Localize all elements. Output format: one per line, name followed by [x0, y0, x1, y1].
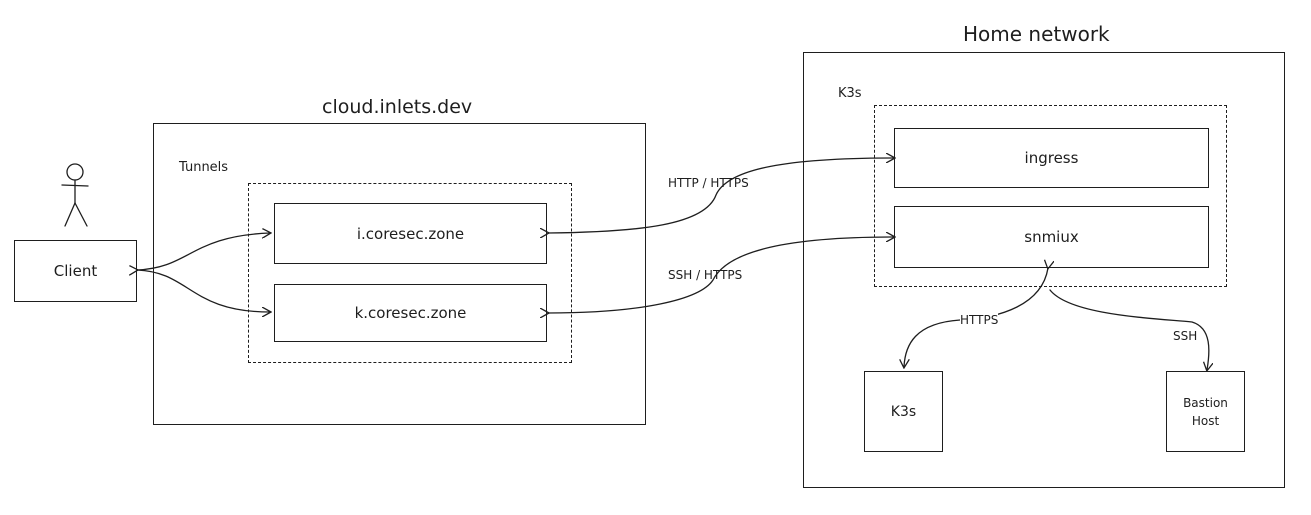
bastion-label-line-2: Host [1191, 413, 1220, 428]
k3s-node-label: K3s [890, 403, 917, 420]
ingress-label: ingress [1024, 149, 1079, 167]
ingress-node: ingress [894, 128, 1209, 188]
client-node: Client [14, 240, 137, 302]
edge-snmiux-bastion [1049, 289, 1209, 370]
home-network-container [803, 52, 1285, 488]
edge-label-http-https: HTTP / HTTPS [668, 176, 749, 190]
tunnel-1-label: i.coresec.zone [356, 224, 465, 243]
snmiux-label: snmiux [1024, 228, 1079, 246]
edge-tunnel1-ingress [548, 158, 894, 233]
client-label: Client [53, 262, 98, 280]
tunnels-group [248, 183, 572, 363]
user-figure-icon [61, 163, 89, 227]
tunnel-k-coresec-zone: k.coresec.zone [274, 284, 547, 342]
tunnel-2-label: k.coresec.zone [354, 304, 467, 322]
tunnels-group-label: Tunnels [179, 160, 229, 175]
cloud-title: cloud.inlets.dev [322, 96, 473, 118]
bastion-host-node: Bastion Host [1166, 371, 1245, 452]
tunnel-i-coresec-zone: i.coresec.zone [274, 203, 547, 264]
k3s-node: K3s [864, 371, 943, 452]
edge-label-https: HTTPS [960, 313, 999, 327]
bastion-label-line-1: Bastion [1183, 395, 1228, 410]
edge-label-ssh-https: SSH / HTTPS [668, 268, 743, 282]
cloud-container [153, 123, 646, 425]
edge-tunnel2-snmiux [548, 237, 894, 313]
snmiux-node: snmiux [894, 206, 1209, 268]
home-network-title: Home network [963, 22, 1110, 46]
k3s-group-label: K3s [838, 86, 862, 101]
k3s-group [874, 105, 1227, 287]
edge-label-ssh: SSH [1173, 329, 1198, 343]
